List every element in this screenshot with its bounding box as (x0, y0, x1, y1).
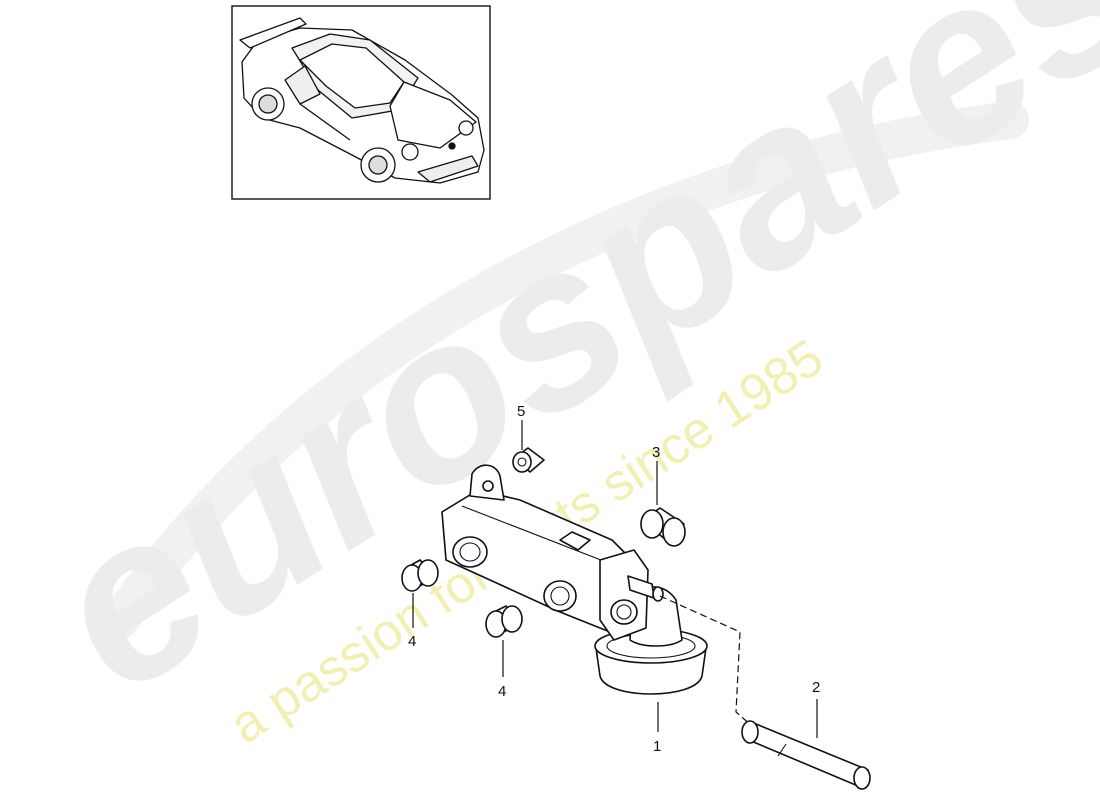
callout-3: 3 (652, 444, 660, 461)
bushing-4-left (401, 559, 439, 592)
callout-5: 5 (517, 403, 525, 420)
callout-1: 1 (653, 738, 661, 755)
port-left (452, 536, 488, 568)
leader-lines (412, 420, 818, 738)
callout-4-left: 4 (408, 633, 416, 650)
watermark-brand: eurospares (7, 0, 1100, 741)
port-middle (543, 580, 577, 612)
oil-pump-assembly (441, 464, 708, 695)
watermark: eurospares a passion for parts since 198… (7, 0, 1100, 755)
grommet-5 (512, 447, 545, 473)
bushing-3 (640, 507, 686, 547)
bushing-4-lower (485, 605, 523, 638)
vehicle-thumbnail (231, 5, 491, 200)
callout-2: 2 (812, 679, 820, 696)
car-icon (239, 17, 485, 184)
pump-front-cover (599, 549, 649, 641)
drive-shaft (741, 720, 871, 790)
callout-4-lower: 4 (498, 683, 506, 700)
alignment-dash (659, 595, 753, 727)
